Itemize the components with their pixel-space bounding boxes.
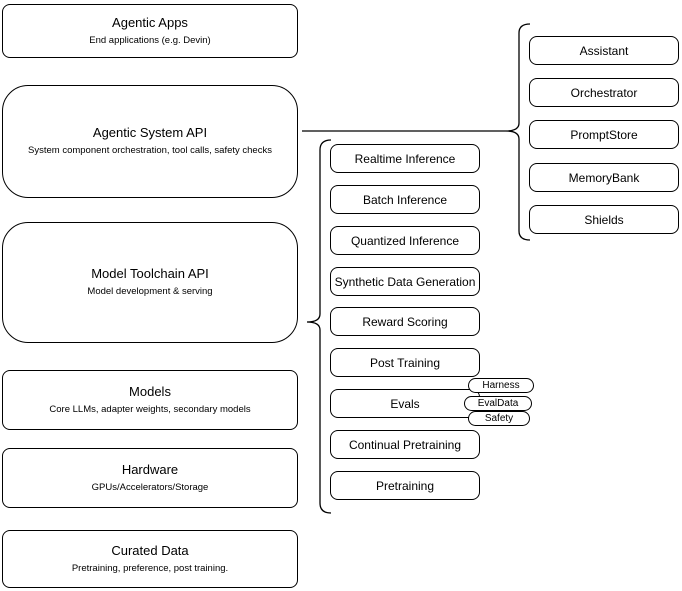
node-label: Shields	[584, 212, 624, 227]
node-title: Curated Data	[111, 542, 189, 558]
node-label: PromptStore	[570, 127, 638, 142]
node-label: Evals	[390, 396, 420, 411]
node-continual-pretraining: Continual Pretraining	[330, 430, 480, 459]
node-promptstore: PromptStore	[529, 120, 679, 149]
node-title: Agentic Apps	[112, 14, 188, 30]
node-title: Models	[129, 383, 171, 399]
node-title: Model Toolchain API	[91, 266, 209, 282]
node-label: Realtime Inference	[354, 151, 456, 166]
node-agentic-system-api: Agentic System API System component orch…	[2, 85, 298, 198]
node-shields: Shields	[529, 205, 679, 234]
node-subtitle: Pretraining, preference, post training.	[71, 562, 229, 574]
node-curated-data: Curated Data Pretraining, preference, po…	[2, 530, 298, 588]
node-subtitle: GPUs/Accelerators/Storage	[91, 481, 209, 493]
node-realtime-inference: Realtime Inference	[330, 144, 480, 173]
node-models: Models Core LLMs, adapter weights, secon…	[2, 370, 298, 430]
node-title: Agentic System API	[92, 125, 208, 141]
node-agentic-apps: Agentic Apps End applications (e.g. Devi…	[2, 4, 298, 58]
node-label: Reward Scoring	[362, 314, 448, 329]
tag-label: Harness	[482, 379, 520, 391]
node-label: Quantized Inference	[350, 233, 460, 248]
tag-label: Safety	[484, 412, 514, 424]
node-batch-inference: Batch Inference	[330, 185, 480, 214]
node-label: Assistant	[579, 43, 629, 58]
tag-harness: Harness	[468, 378, 534, 393]
tag-label: EvalData	[477, 397, 519, 409]
node-reward-scoring: Reward Scoring	[330, 307, 480, 336]
node-subtitle: Model development & serving	[87, 286, 213, 298]
node-post-training: Post Training	[330, 348, 480, 377]
node-label: Pretraining	[375, 478, 435, 493]
node-hardware: Hardware GPUs/Accelerators/Storage	[2, 448, 298, 508]
node-pretraining: Pretraining	[330, 471, 480, 500]
node-orchestrator: Orchestrator	[529, 78, 679, 107]
node-subtitle: End applications (e.g. Devin)	[89, 34, 211, 46]
tag-evaldata: EvalData	[464, 396, 532, 411]
node-label: Post Training	[369, 355, 441, 370]
node-title: Hardware	[121, 461, 179, 477]
node-label: Batch Inference	[362, 192, 448, 207]
node-synthetic-data-generation: Synthetic Data Generation	[330, 267, 480, 296]
tag-safety: Safety	[468, 411, 530, 426]
node-label: Orchestrator	[570, 85, 638, 100]
node-subtitle: Core LLMs, adapter weights, secondary mo…	[49, 403, 251, 415]
node-quantized-inference: Quantized Inference	[330, 226, 480, 255]
node-label: Continual Pretraining	[348, 437, 462, 452]
node-model-toolchain-api: Model Toolchain API Model development & …	[2, 222, 298, 343]
node-assistant: Assistant	[529, 36, 679, 65]
node-memorybank: MemoryBank	[529, 163, 679, 192]
node-evals: Evals	[330, 389, 480, 418]
node-label: Synthetic Data Generation	[334, 274, 476, 289]
node-subtitle: System component orchestration, tool cal…	[28, 145, 272, 157]
node-label: MemoryBank	[568, 170, 640, 185]
system-components-brace	[505, 23, 531, 241]
toolchain-brace	[306, 139, 332, 514]
